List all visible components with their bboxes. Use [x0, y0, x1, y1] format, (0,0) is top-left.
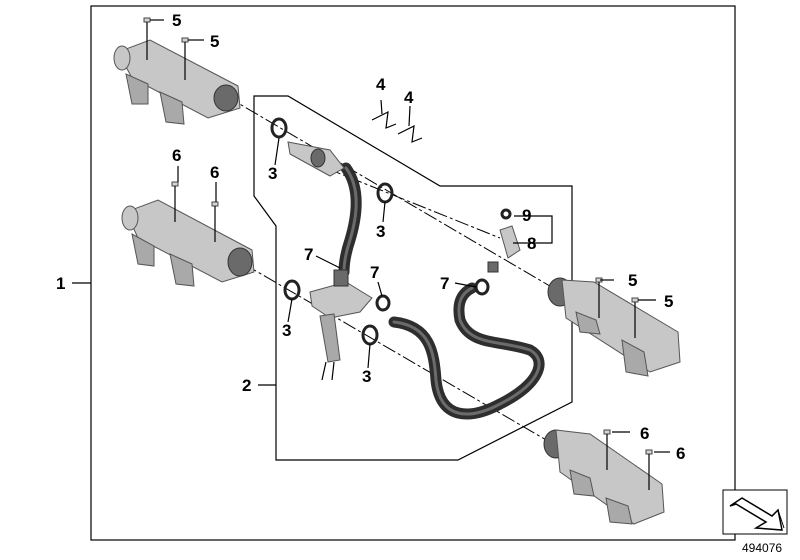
label-7b: 7	[370, 263, 379, 282]
arrow-symbol-icon	[722, 489, 788, 535]
reference-number: 494076	[742, 541, 782, 555]
label-3d: 3	[362, 367, 371, 386]
assembly-frame	[90, 5, 736, 541]
label-4a: 4	[376, 75, 386, 94]
label-6d: 6	[676, 444, 685, 463]
fuel-hose-assembly	[287, 141, 545, 420]
label-6c: 6	[640, 424, 649, 443]
fuel-rail-bottom-right	[543, 429, 665, 525]
label-6a: 6	[172, 146, 181, 165]
leader-lines	[72, 19, 670, 453]
subassembly-frame	[253, 95, 573, 461]
label-3c: 3	[282, 321, 291, 340]
label-8: 8	[527, 234, 536, 253]
label-5d: 5	[664, 292, 673, 311]
bolts	[143, 17, 653, 490]
small-rings	[375, 208, 512, 312]
label-7c: 7	[440, 274, 449, 293]
fuel-rail-middle-left	[121, 199, 255, 287]
label-5a: 5	[172, 11, 181, 30]
fuel-rail-top-left	[113, 39, 241, 125]
label-4b: 4	[404, 88, 414, 107]
label-6b: 6	[210, 163, 219, 182]
label-3b: 3	[376, 222, 385, 241]
label-3a: 3	[268, 164, 277, 183]
label-2: 2	[242, 376, 251, 395]
label-1: 1	[56, 274, 65, 293]
clips	[371, 110, 423, 143]
label-7a: 7	[304, 245, 313, 264]
label-5c: 5	[628, 271, 637, 290]
fuel-rail-right-middle	[547, 277, 681, 377]
label-9: 9	[522, 206, 531, 225]
label-5b: 5	[210, 32, 219, 51]
